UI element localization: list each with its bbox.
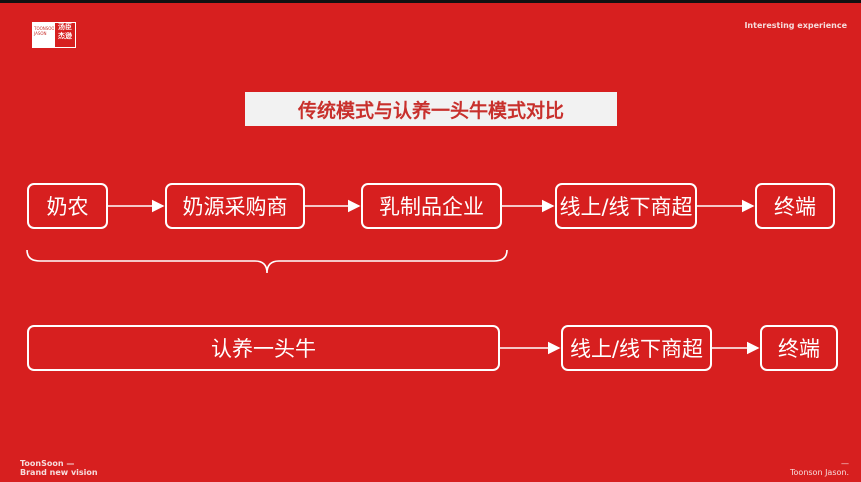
- node-dairy-farmer: 奶农: [27, 183, 108, 229]
- node-dairy-company: 乳制品企业: [361, 183, 502, 229]
- header-tagline: Interesting experience: [744, 21, 847, 30]
- node-retail-2: 线上/线下商超: [561, 325, 712, 371]
- logo-cn: 汤臣杰逊: [54, 22, 76, 48]
- footer-left: ToonSoon — Brand new vision: [20, 459, 98, 477]
- footer-right: — Toonson Jason.: [790, 459, 849, 477]
- connectors: [26, 199, 760, 355]
- logo-en: TOONSOON JASON: [32, 22, 58, 48]
- slide-title: 传统模式与认养一头牛模式对比: [245, 92, 617, 126]
- node-retail: 线上/线下商超: [555, 183, 697, 229]
- node-renyang: 认养一头牛: [27, 325, 500, 371]
- footer-dash: —: [841, 459, 849, 468]
- node-terminal: 终端: [755, 183, 835, 229]
- footer-slogan: Brand new vision: [20, 468, 98, 477]
- slide: TOONSOON JASON 汤臣杰逊 Interesting experien…: [0, 3, 861, 482]
- brace: [26, 249, 508, 274]
- footer-author: Toonson Jason.: [790, 468, 849, 477]
- node-terminal-2: 终端: [760, 325, 838, 371]
- brand-logo: TOONSOON JASON 汤臣杰逊: [32, 22, 78, 48]
- footer-brand: ToonSoon —: [20, 459, 75, 468]
- node-milk-buyer: 奶源采购商: [165, 183, 305, 229]
